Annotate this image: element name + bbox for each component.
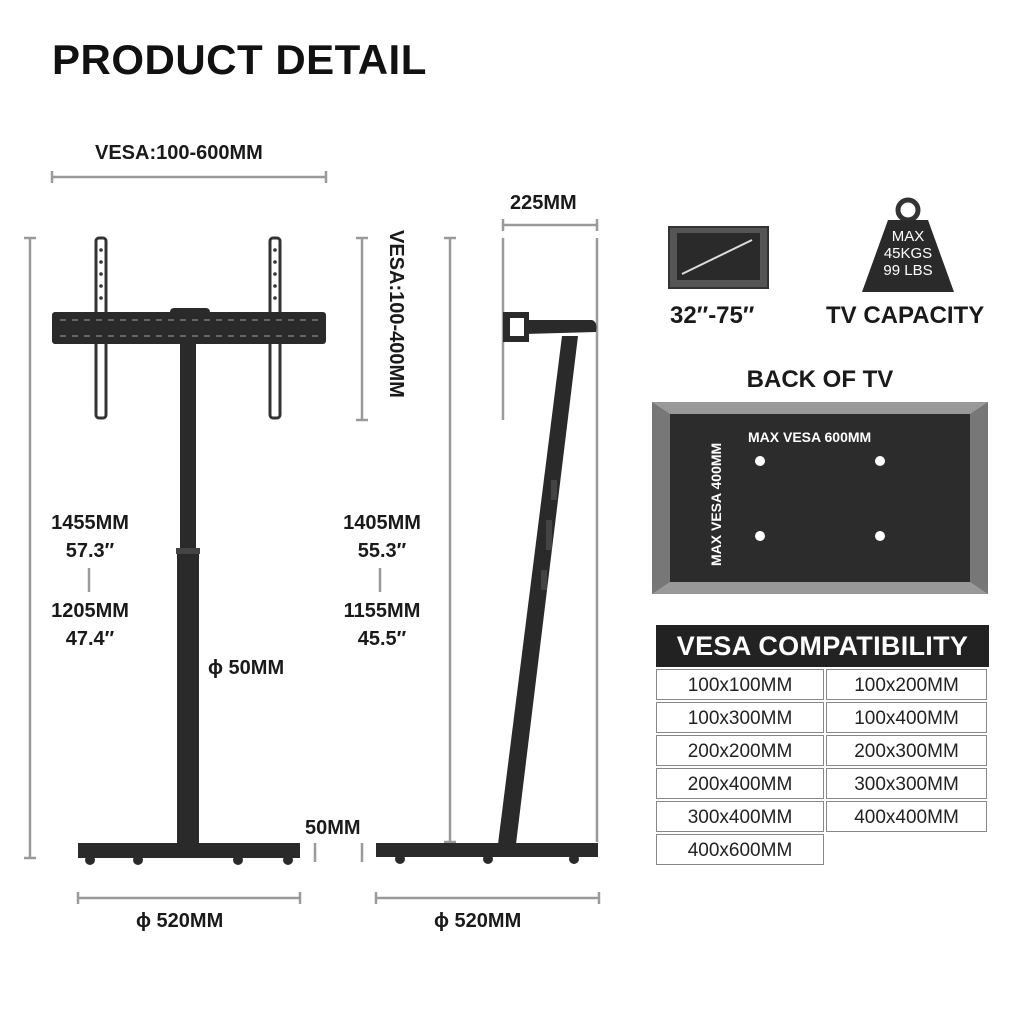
max-vesa-width-label: MAX VESA 600MM xyxy=(748,429,872,445)
weight-lbs: 99 LBS xyxy=(883,262,933,279)
side-height-min-mm: 1155MM xyxy=(343,600,421,622)
pole-diameter-label: ϕ 50MM xyxy=(208,657,285,679)
tv-size-icon xyxy=(668,226,769,289)
front-height-max-mm: 1455MM xyxy=(51,512,129,534)
vesa-cell: 100x100MM xyxy=(656,669,824,700)
front-height-min-mm: 1205MM xyxy=(51,600,129,622)
vesa-cell: 300x300MM xyxy=(826,768,987,799)
weight-icon xyxy=(862,197,954,292)
side-height-min-in: 45.5″ xyxy=(357,628,407,650)
vesa-cell-empty xyxy=(826,834,987,865)
vesa-cell: 100x300MM xyxy=(656,702,824,733)
side-height-max-mm: 1405MM xyxy=(343,512,421,534)
front-view-stand xyxy=(52,236,326,865)
page-title: PRODUCT DETAIL xyxy=(52,36,427,83)
vesa-height-label: VESA:100-400MM xyxy=(385,230,407,398)
back-of-tv-panel xyxy=(652,402,988,594)
base-height-label: 50MM xyxy=(305,817,361,839)
back-of-tv-heading: BACK OF TV xyxy=(746,366,894,393)
weight-text: MAX 45KGS 99 LBS xyxy=(862,228,954,279)
vesa-cell: 200x300MM xyxy=(826,735,987,766)
weight-kgs: 45KGS xyxy=(883,245,933,262)
vesa-cell: 100x200MM xyxy=(826,669,987,700)
vesa-compatibility-heading: VESA COMPATIBILITY xyxy=(656,625,989,667)
tv-size-label: 32″-75″ xyxy=(670,302,755,329)
vesa-cell: 200x400MM xyxy=(656,768,824,799)
dimension-lines xyxy=(24,171,601,904)
vesa-cell: 100x400MM xyxy=(826,702,987,733)
vesa-compatibility-table: VESA COMPATIBILITY 100x100MM 100x200MM 1… xyxy=(656,625,989,865)
front-height-max-in: 57.3″ xyxy=(65,540,115,562)
front-height-min-in: 47.4″ xyxy=(65,628,115,650)
depth-label: 225MM xyxy=(510,192,577,214)
vesa-grid: 100x100MM 100x200MM 100x300MM 100x400MM … xyxy=(656,667,989,865)
side-base-diameter-label: ϕ 520MM xyxy=(434,910,522,932)
vesa-cell: 200x200MM xyxy=(656,735,824,766)
vesa-cell: 300x400MM xyxy=(656,801,824,832)
front-base-diameter-label: ϕ 520MM xyxy=(136,910,224,932)
side-height-max-in: 55.3″ xyxy=(357,540,407,562)
max-vesa-height-label: MAX VESA 400MM xyxy=(708,442,724,566)
tv-capacity-label: TV CAPACITY xyxy=(826,302,985,329)
weight-max: MAX xyxy=(891,228,925,245)
vesa-cell: 400x600MM xyxy=(656,834,824,865)
side-view-stand xyxy=(376,312,598,864)
vesa-width-label: VESA:100-600MM xyxy=(95,142,263,164)
vesa-cell: 400x400MM xyxy=(826,801,987,832)
